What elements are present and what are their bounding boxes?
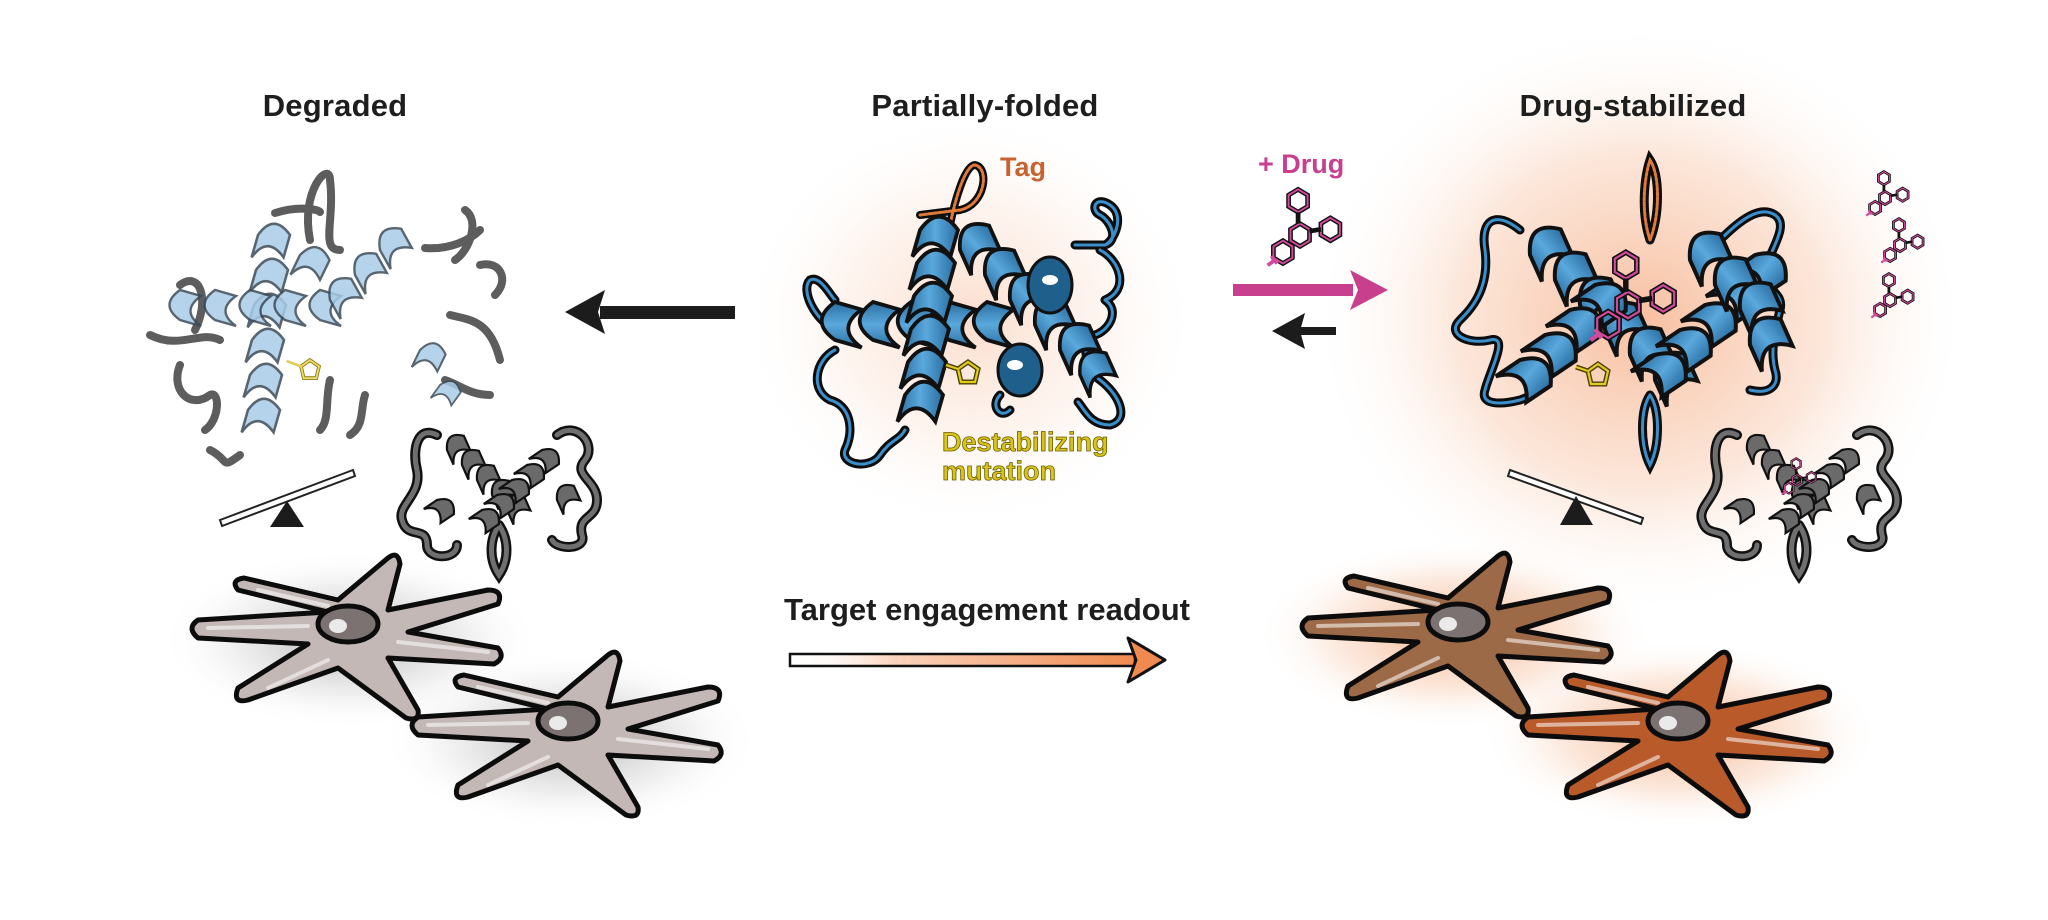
panel-title-drug-stabilized: Drug-stabilized	[1519, 88, 1747, 123]
cell-stabilized-1	[1302, 553, 1611, 717]
small-protein-degraded-side	[396, 425, 603, 585]
drug-stabilized-protein	[1451, 149, 1801, 476]
panel-title-degraded: Degraded	[262, 88, 408, 123]
cell-stabilized-2	[1522, 652, 1831, 816]
arrow-drug-binding	[1233, 270, 1388, 310]
drug-label: + Drug	[1258, 149, 1344, 180]
balance-degraded	[218, 468, 357, 528]
glow-partially-folded	[740, 110, 1200, 530]
arrow-to-degraded	[565, 290, 735, 334]
drug-label-text: + Drug	[1258, 149, 1345, 179]
partially-folded-protein	[802, 160, 1126, 469]
tag-label: Tag	[1000, 152, 1046, 183]
free-drug-molecules	[1864, 170, 1925, 319]
cell-degraded-1	[192, 555, 501, 719]
readout-label: Target engagement readout	[784, 592, 1190, 627]
readout-arrow	[788, 636, 1167, 684]
mutation-label: Destabilizing mutation	[942, 427, 1109, 486]
mutation-label-line2: mutation	[942, 456, 1057, 486]
degraded-protein	[146, 169, 507, 467]
small-protein-stabilized-side	[1696, 425, 1903, 585]
drug-molecule-icon	[1268, 189, 1340, 265]
cell-degraded-2	[412, 652, 721, 816]
panel-title-partially-folded: Partially-folded	[871, 88, 1099, 123]
tag-label-text: Tag	[1000, 152, 1046, 182]
arrow-drug-unbinding	[1272, 313, 1336, 349]
balance-stabilized	[1506, 468, 1645, 526]
mutation-label-line1: Destabilizing	[942, 427, 1109, 457]
